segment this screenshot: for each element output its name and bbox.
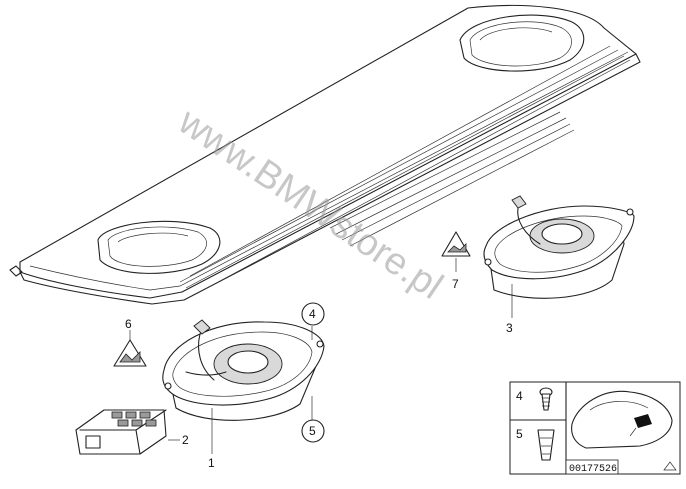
callout-4-circle	[301, 302, 325, 326]
warning-label-6-icon	[113, 330, 147, 367]
shelf-vent-grille	[179, 45, 631, 295]
legend-label-5: 5	[516, 427, 523, 441]
warning-label-7-icon	[441, 231, 471, 272]
callout-7: 7	[452, 277, 459, 291]
clip-nut-icon	[537, 429, 555, 461]
car-location-icon	[571, 390, 673, 449]
callout-5-circle	[301, 419, 325, 443]
callout-6: 6	[125, 317, 132, 331]
shelf-speaker-recess-right	[459, 14, 585, 72]
callout-3: 3	[506, 321, 513, 335]
speaker-right	[483, 195, 635, 318]
reference-code: 00177526	[569, 464, 617, 475]
callout-4: 4	[309, 307, 316, 321]
connector-module	[75, 409, 180, 455]
parcel-shelf	[9, 4, 641, 305]
legend-inset	[509, 381, 681, 475]
callout-2: 2	[182, 433, 189, 447]
legend-label-4: 4	[516, 389, 523, 403]
callout-5: 5	[309, 424, 316, 438]
callout-1: 1	[208, 456, 215, 470]
speaker-left	[162, 319, 325, 454]
shelf-speaker-recess-left	[97, 220, 221, 274]
screw-icon	[539, 387, 553, 411]
